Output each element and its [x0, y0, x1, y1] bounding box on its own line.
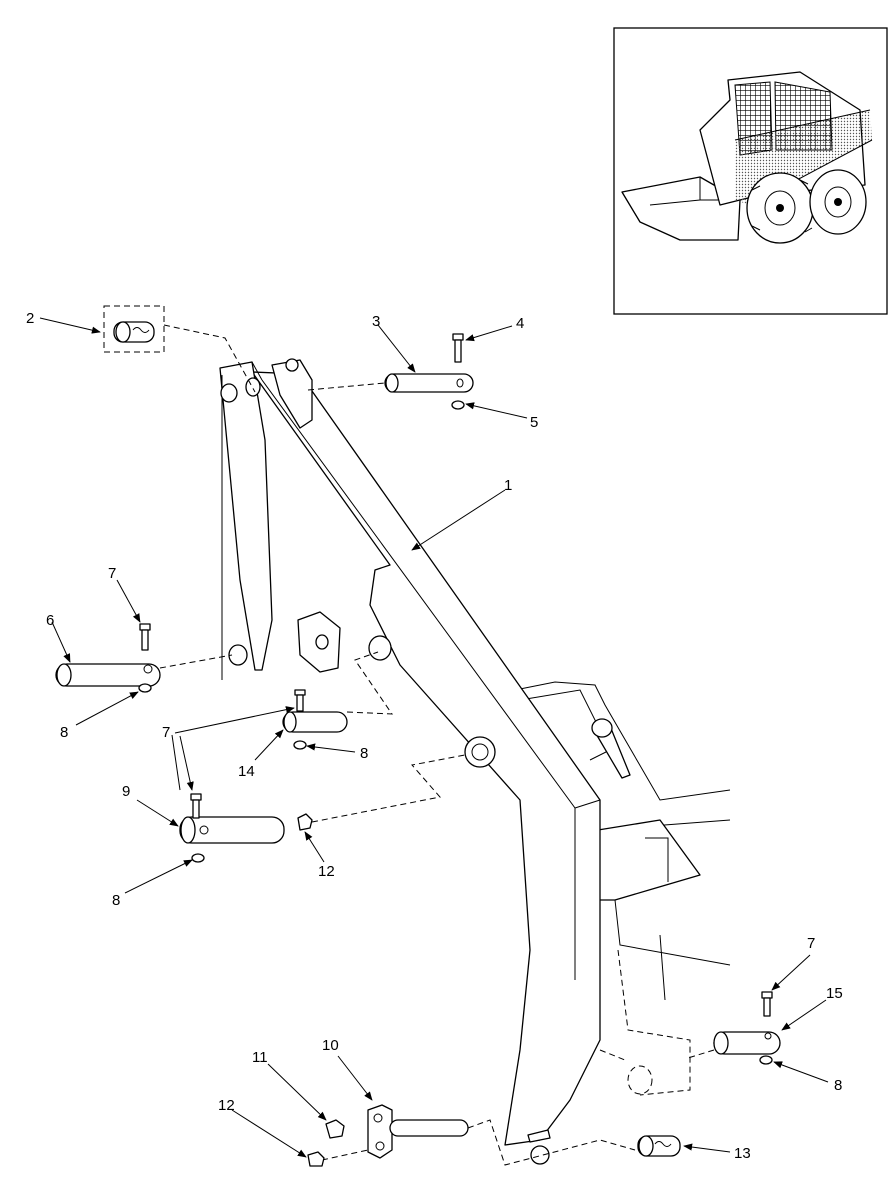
callout-12-b: 12 — [218, 1097, 235, 1114]
part-8-nut-b — [293, 740, 307, 750]
callout-8-c: 8 — [112, 892, 120, 909]
callout-9: 9 — [122, 783, 130, 800]
callout-15: 15 — [826, 985, 843, 1002]
part-8-nut-c — [191, 853, 205, 863]
part-11-nut — [325, 1119, 345, 1139]
part-8-nut-d — [759, 1055, 773, 1065]
part-15-pin — [713, 1031, 781, 1055]
part-7-bolt-d — [761, 991, 773, 1017]
loader-arm — [219, 358, 731, 1165]
callout-2: 2 — [26, 310, 34, 327]
part-9-pin — [179, 816, 285, 844]
callout-8-b: 8 — [360, 745, 368, 762]
callout-7-c: 7 — [807, 935, 815, 952]
part-13-bushing — [637, 1135, 681, 1157]
part-7-bolt-c — [190, 793, 202, 819]
part-2-bushing — [103, 305, 165, 353]
callout-6: 6 — [46, 612, 54, 629]
callout-11: 11 — [252, 1049, 268, 1066]
callout-10: 10 — [322, 1037, 339, 1054]
part-3-pin — [384, 373, 474, 393]
callout-12-a: 12 — [318, 863, 335, 880]
callout-14: 14 — [238, 763, 255, 780]
part-7-bolt-a — [139, 623, 151, 651]
callout-labels: 1 2 3 4 5 6 7 7 7 8 8 8 8 9 10 11 12 12 … — [26, 310, 843, 1162]
part-12-nut-b — [307, 1151, 325, 1167]
part-14-pin — [282, 711, 348, 733]
callout-8-a: 8 — [60, 724, 68, 741]
callout-7-b: 7 — [162, 724, 170, 741]
part-12-nut-a — [297, 813, 313, 831]
inset-panel — [613, 27, 888, 315]
part-8-nut-a — [138, 683, 152, 693]
part-4-bolt — [452, 333, 464, 363]
part-7-bolt-b — [294, 689, 306, 712]
callout-8-d: 8 — [834, 1077, 842, 1094]
callout-1: 1 — [504, 477, 512, 494]
part-6-pin — [55, 663, 161, 687]
callout-5: 5 — [530, 414, 538, 431]
leader-lines — [39, 317, 829, 1158]
part-10-pin-plate — [367, 1104, 469, 1159]
callout-13: 13 — [734, 1145, 751, 1162]
callout-7-a: 7 — [108, 565, 116, 582]
skid-steer-loader-icon — [621, 71, 873, 244]
part-5-nut — [451, 400, 465, 410]
callout-3: 3 — [372, 313, 380, 330]
callout-4: 4 — [516, 315, 524, 332]
